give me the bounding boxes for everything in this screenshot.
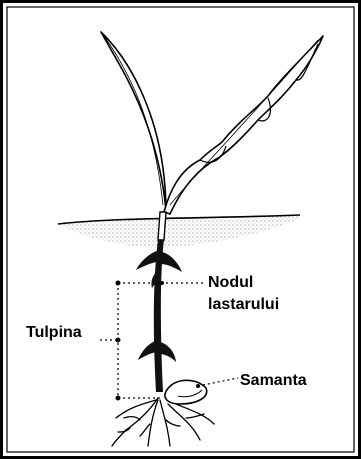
right-leaf bbox=[164, 36, 323, 214]
bracket-dot-bottom bbox=[116, 396, 121, 401]
seed bbox=[165, 380, 207, 404]
node-dot bbox=[160, 281, 164, 285]
label-node-line1: Nodul bbox=[208, 274, 253, 291]
soil-surface bbox=[58, 214, 302, 248]
left-leaf bbox=[101, 32, 166, 210]
label-stem: Tulpina bbox=[26, 324, 82, 341]
bracket-dot-top bbox=[116, 281, 121, 286]
roots bbox=[112, 398, 214, 446]
stem-upper bbox=[158, 212, 166, 240]
bracket-dot-mid bbox=[116, 338, 121, 343]
stem-lower bbox=[136, 240, 182, 392]
label-node-line2: lastarului bbox=[208, 296, 279, 313]
label-seed: Samanta bbox=[240, 372, 307, 389]
seed-dot bbox=[196, 384, 200, 388]
